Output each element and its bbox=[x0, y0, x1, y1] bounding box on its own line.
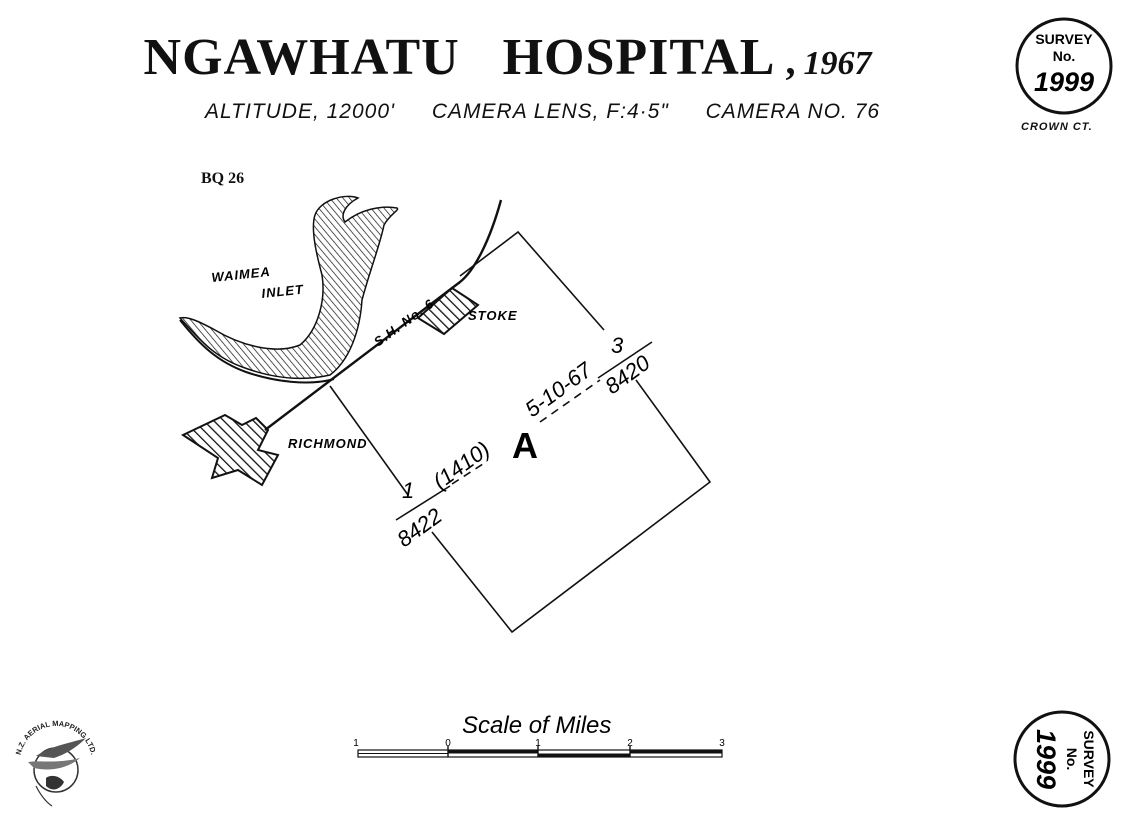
flight-end-frame: 3 bbox=[611, 333, 624, 358]
stamp-no-label: No. bbox=[1053, 48, 1076, 64]
state-highway-6 bbox=[264, 199, 503, 431]
flight-line bbox=[395, 341, 653, 521]
flight-frames: (1410) bbox=[428, 436, 494, 494]
scale-tick-0: 0 bbox=[445, 738, 451, 749]
flight-start-frame: 1 bbox=[402, 478, 414, 503]
label-stoke: STOKE bbox=[468, 308, 518, 323]
sheet-reference: BQ 26 bbox=[201, 170, 245, 187]
town-block-richmond bbox=[180, 413, 280, 487]
crown-copyright: CROWN CT. bbox=[1021, 121, 1093, 133]
stamp2-no-label: No. bbox=[1064, 748, 1080, 771]
stamp2-survey-label: SURVEY bbox=[1081, 730, 1097, 788]
coastline bbox=[178, 195, 399, 384]
title-word-1: NGAWHATU bbox=[143, 29, 460, 86]
stamp-survey-label: SURVEY bbox=[1035, 31, 1093, 47]
scale-tick-3: 3 bbox=[719, 738, 725, 749]
flight-run-letter: A bbox=[512, 425, 538, 466]
survey-stamp-top: SURVEY No. 1999 bbox=[1015, 17, 1113, 115]
scale-tick-2: 2 bbox=[627, 738, 633, 749]
stamp-number: 1999 bbox=[1034, 67, 1094, 97]
title-year: 1967 bbox=[803, 45, 872, 82]
survey-stamp-bottom: SURVEY No. 1999 bbox=[1013, 710, 1111, 808]
flight-date: 5-10-67 bbox=[520, 357, 597, 422]
scale-bar: Scale of Miles 1 0 1 2 3 bbox=[353, 712, 725, 758]
map-title: NGAWHATU HOSPITAL,1967 bbox=[0, 28, 1015, 87]
camera-number-text: CAMERA NO. 76 bbox=[705, 100, 881, 123]
flight-start-negative: 8422 bbox=[392, 503, 446, 552]
title-word-2: HOSPITAL bbox=[502, 29, 776, 86]
label-richmond: RICHMOND bbox=[288, 436, 368, 451]
altitude-text: ALTITUDE, 12000' bbox=[205, 100, 396, 123]
scale-tick-1: 1 bbox=[535, 738, 541, 749]
scale-title: Scale of Miles bbox=[462, 712, 611, 739]
lens-text: CAMERA LENS, F:4·5" bbox=[431, 100, 669, 123]
coverage-boundary bbox=[329, 230, 712, 634]
town-block-stoke bbox=[416, 286, 480, 336]
aerial-mapping-logo: N.Z. AERIAL MAPPING LTD. bbox=[14, 719, 98, 807]
label-inlet-1: WAIMEA bbox=[211, 264, 272, 285]
scale-tick-1-left: 1 bbox=[353, 738, 359, 749]
camera-details: ALTITUDE, 12000' CAMERA LENS, F:4·5" CAM… bbox=[205, 100, 910, 124]
flight-end-negative: 8420 bbox=[600, 350, 655, 399]
title-comma: , bbox=[785, 38, 796, 83]
stamp2-number: 1999 bbox=[1031, 729, 1061, 789]
label-inlet-2: INLET bbox=[261, 282, 305, 301]
